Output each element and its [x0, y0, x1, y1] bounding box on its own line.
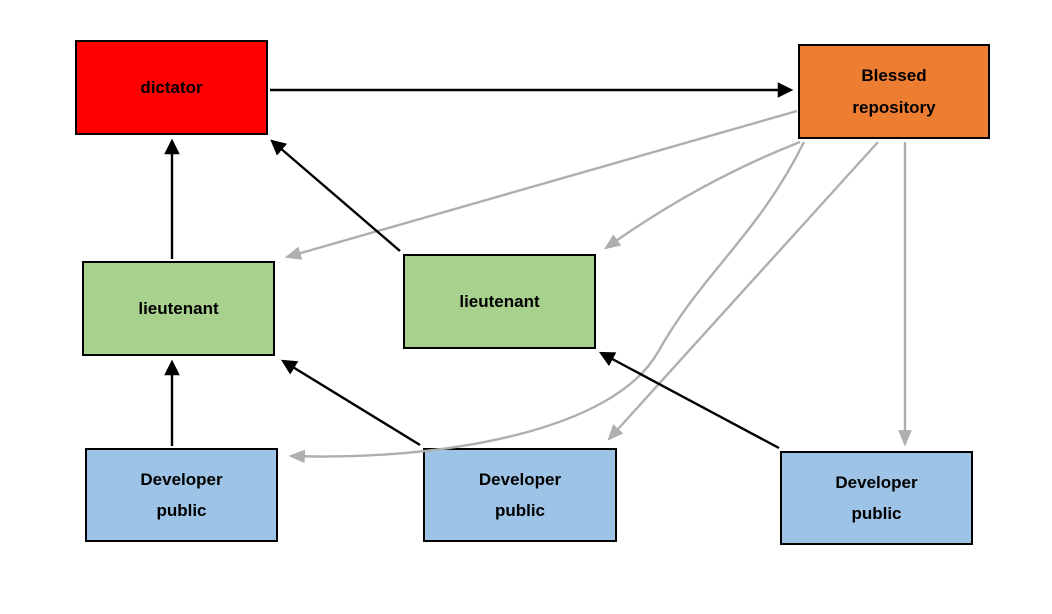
node-developer-middle-label: Developer public [478, 469, 562, 520]
edge-developer-right-to-lieutenant-right [598, 351, 780, 450]
edge-lieutenant-right-to-dictator [270, 139, 401, 252]
node-developer-right-label: Developer public [835, 472, 918, 523]
node-dictator: dictator [75, 40, 268, 135]
node-lieutenant-right-label: lieutenant [459, 291, 540, 311]
node-lieutenant-right: lieutenant [403, 254, 596, 349]
node-lieutenant-left: lieutenant [82, 261, 275, 356]
node-dictator-label: dictator [140, 77, 203, 97]
node-developer-left-label: Developer public [140, 469, 223, 520]
edge-developer-middle-to-lieutenant-left [281, 359, 421, 447]
edge-blessed-repository-to-lieutenant-left [284, 109, 798, 260]
node-blessed-repository: Blessed repository [798, 44, 990, 139]
edge-blessed-repository-to-lieutenant-right [604, 140, 801, 250]
node-developer-middle: Developer public [423, 448, 617, 542]
edge-blessed-repository-to-developer-middle [607, 141, 879, 441]
node-developer-right: Developer public [780, 451, 973, 545]
node-blessed-repository-label: Blessed repository [852, 66, 936, 117]
node-developer-left: Developer public [85, 448, 278, 542]
node-lieutenant-left-label: lieutenant [138, 298, 219, 318]
